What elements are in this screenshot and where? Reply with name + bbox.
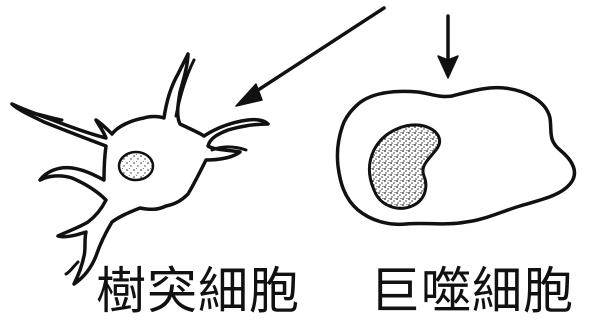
arrowhead-macrophage-icon [437,55,459,79]
dendrite-right [210,145,248,152]
arrow-to-dendritic-cell [250,6,386,96]
macrophage-nucleus [368,123,441,210]
macrophage-label: 巨噬細胞 [370,262,574,320]
dendritic-cell-nucleus [117,150,155,182]
dendrite-left [26,110,64,122]
dendritic-cell-label: 樹突細胞 [96,262,300,320]
arrowhead-dendritic-icon [235,83,263,107]
dendrite-bottom [64,260,80,276]
dendrite-top [174,58,196,118]
